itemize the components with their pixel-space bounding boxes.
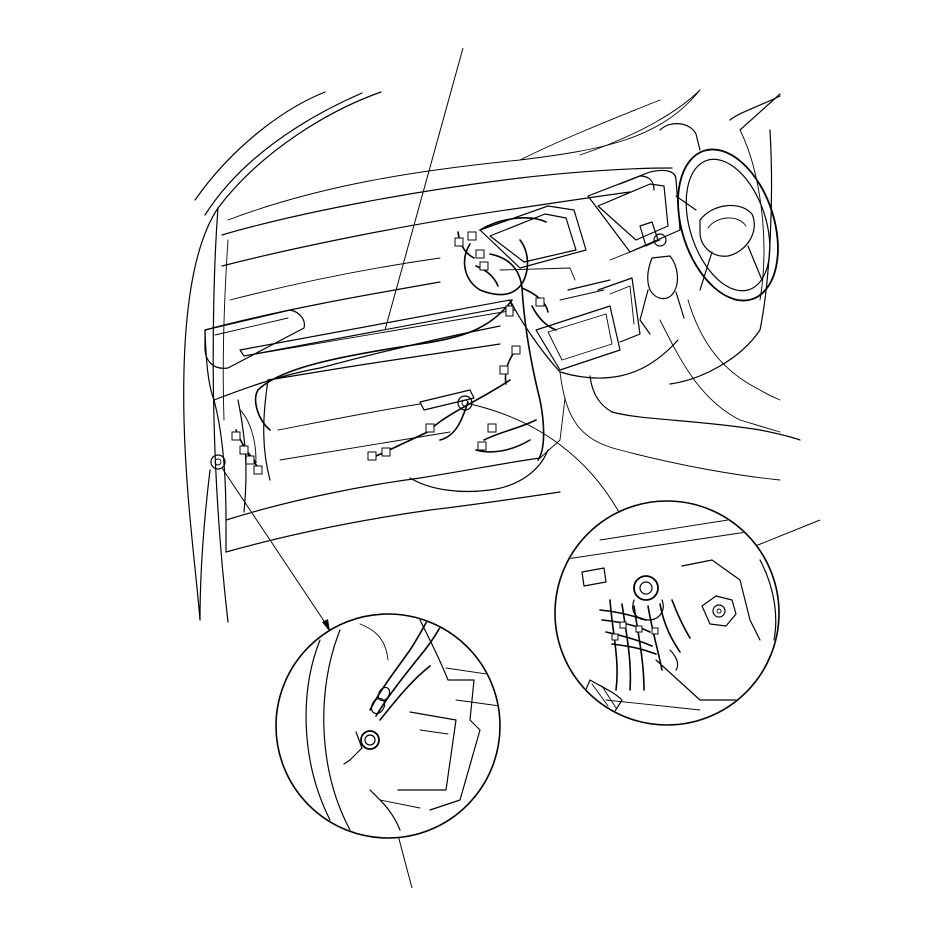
kick-panel bbox=[199, 399, 257, 621]
connector bbox=[511, 345, 521, 355]
connector bbox=[253, 465, 263, 475]
dashboard bbox=[204, 167, 673, 553]
left-ground-bolt bbox=[210, 454, 226, 470]
a-pillar bbox=[183, 91, 382, 623]
windshield bbox=[227, 89, 701, 221]
connector bbox=[505, 305, 514, 317]
left-detail-connector-line bbox=[221, 467, 331, 631]
center-console bbox=[479, 205, 801, 481]
connector bbox=[479, 261, 489, 271]
connector bbox=[245, 455, 255, 465]
connector bbox=[477, 441, 487, 451]
arrowhead bbox=[322, 619, 330, 632]
meter-cluster bbox=[587, 169, 681, 261]
steering-wheel bbox=[639, 148, 779, 335]
center-detail-connector-line bbox=[469, 403, 621, 515]
connector bbox=[231, 431, 241, 441]
connector bbox=[499, 365, 509, 375]
connector bbox=[467, 231, 477, 241]
connector bbox=[239, 445, 249, 455]
center-ground-detail bbox=[554, 500, 780, 726]
connector bbox=[475, 249, 485, 259]
connector bbox=[487, 423, 497, 433]
connector bbox=[425, 423, 435, 433]
connector bbox=[535, 297, 545, 307]
connector bbox=[367, 451, 377, 461]
harness-connectors bbox=[231, 231, 545, 475]
connector bbox=[381, 447, 391, 457]
left-ground-detail bbox=[275, 613, 501, 839]
connector bbox=[454, 237, 464, 247]
dashboard-wire-harness bbox=[235, 217, 557, 471]
driver-door-area bbox=[659, 93, 781, 433]
harness-callout-line bbox=[384, 47, 464, 331]
center-ground-bolt bbox=[457, 395, 473, 411]
